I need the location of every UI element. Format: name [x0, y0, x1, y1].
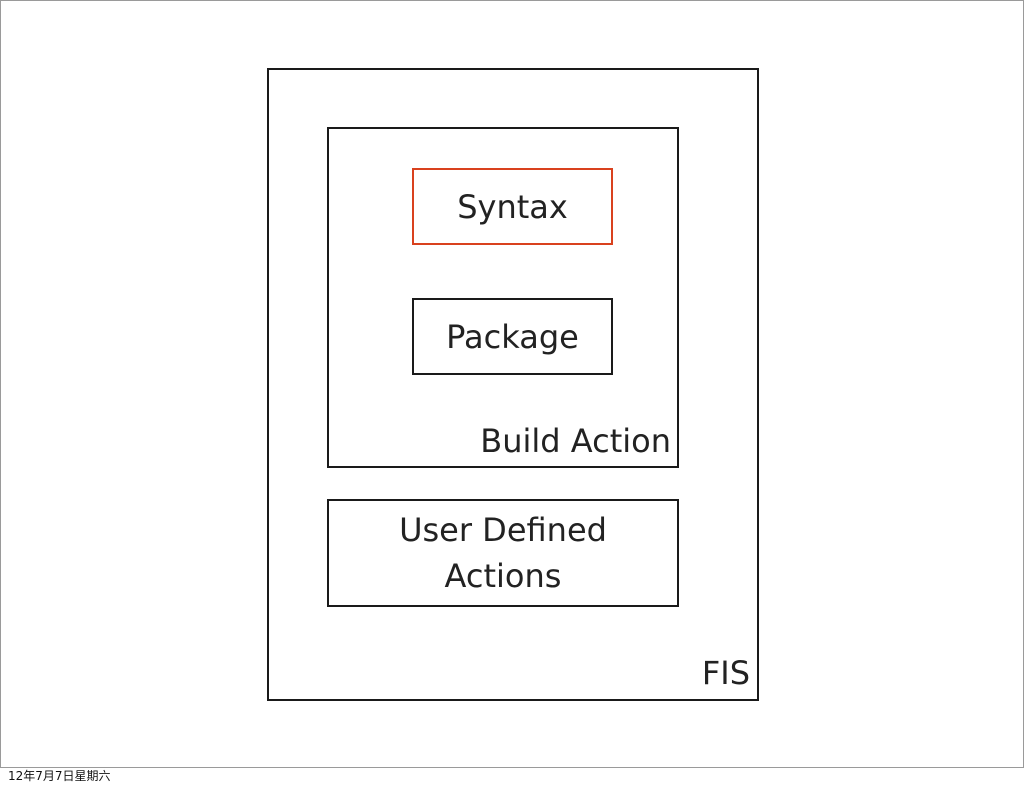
user-defined-actions-box: User Defined Actions: [327, 499, 679, 607]
build-action-label: Build Action: [480, 422, 671, 460]
syntax-box: Syntax: [412, 168, 613, 245]
user-defined-actions-label: User Defined Actions: [399, 511, 607, 595]
fis-label: FIS: [701, 654, 750, 692]
slide-canvas: FIS Build Action Syntax Package User Def…: [0, 0, 1024, 768]
package-label: Package: [446, 317, 579, 356]
package-box: Package: [412, 298, 613, 375]
syntax-label: Syntax: [457, 187, 568, 226]
slide-timestamp: 12年7月7日星期六: [8, 769, 111, 783]
